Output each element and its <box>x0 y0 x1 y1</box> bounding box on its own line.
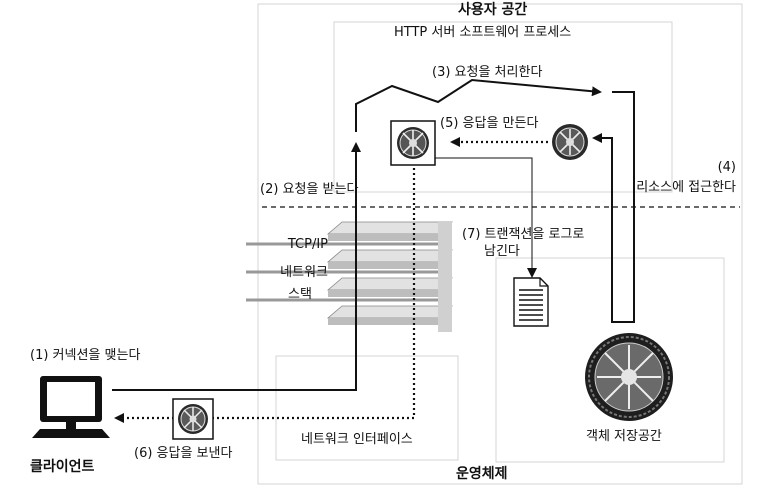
step7-label-line1: (7) 트랜잭션을 로그로 <box>462 227 585 242</box>
step3-label: (3) 요청을 처리한다 <box>432 65 543 80</box>
log-transaction-arrow <box>434 157 537 278</box>
network-interface-box <box>275 355 459 461</box>
resource-access-path <box>592 91 635 323</box>
step6-label: (6) 응답을 보낸다 <box>134 446 233 461</box>
os-label: 운영체제 <box>456 466 508 482</box>
gear-cog-icon <box>390 120 436 166</box>
user-space-title: 사용자 공간 <box>458 2 528 18</box>
request-path-arrow <box>112 142 361 391</box>
step1-label: (1) 커넥션을 맺는다 <box>30 348 141 363</box>
object-storage-label: 객체 저장공간 <box>586 429 662 444</box>
gear-cog-icon <box>552 124 588 160</box>
computer-monitor-icon <box>32 376 110 438</box>
client-label: 클라이언트 <box>30 459 95 475</box>
tcp-ip-label: TCP/IP <box>287 237 328 252</box>
step7-label-line2: 남긴다 <box>484 244 520 259</box>
step5-label: (5) 응답을 만든다 <box>440 116 539 131</box>
step2-label: (2) 요청을 받는다 <box>260 182 359 197</box>
processing-path-line <box>355 78 602 132</box>
network-interface-label: 네트워크 인터페이스 <box>301 432 413 447</box>
object-storage-box <box>495 257 725 463</box>
log-document-icon <box>513 277 549 327</box>
send-response-path <box>114 168 416 423</box>
network-label: 네트워크 <box>280 265 328 280</box>
step4-number: (4) <box>717 160 736 175</box>
disk-storage-icon <box>585 333 673 421</box>
gear-cog-icon <box>172 398 214 440</box>
http-process-label: HTTP 서버 소프트웨어 프로세스 <box>394 25 572 40</box>
stack-label: 스택 <box>288 287 312 302</box>
tcp-ip-stack <box>246 221 454 332</box>
step4-label: 리소스에 접근한다 <box>636 180 736 195</box>
user-space-box <box>333 21 673 193</box>
